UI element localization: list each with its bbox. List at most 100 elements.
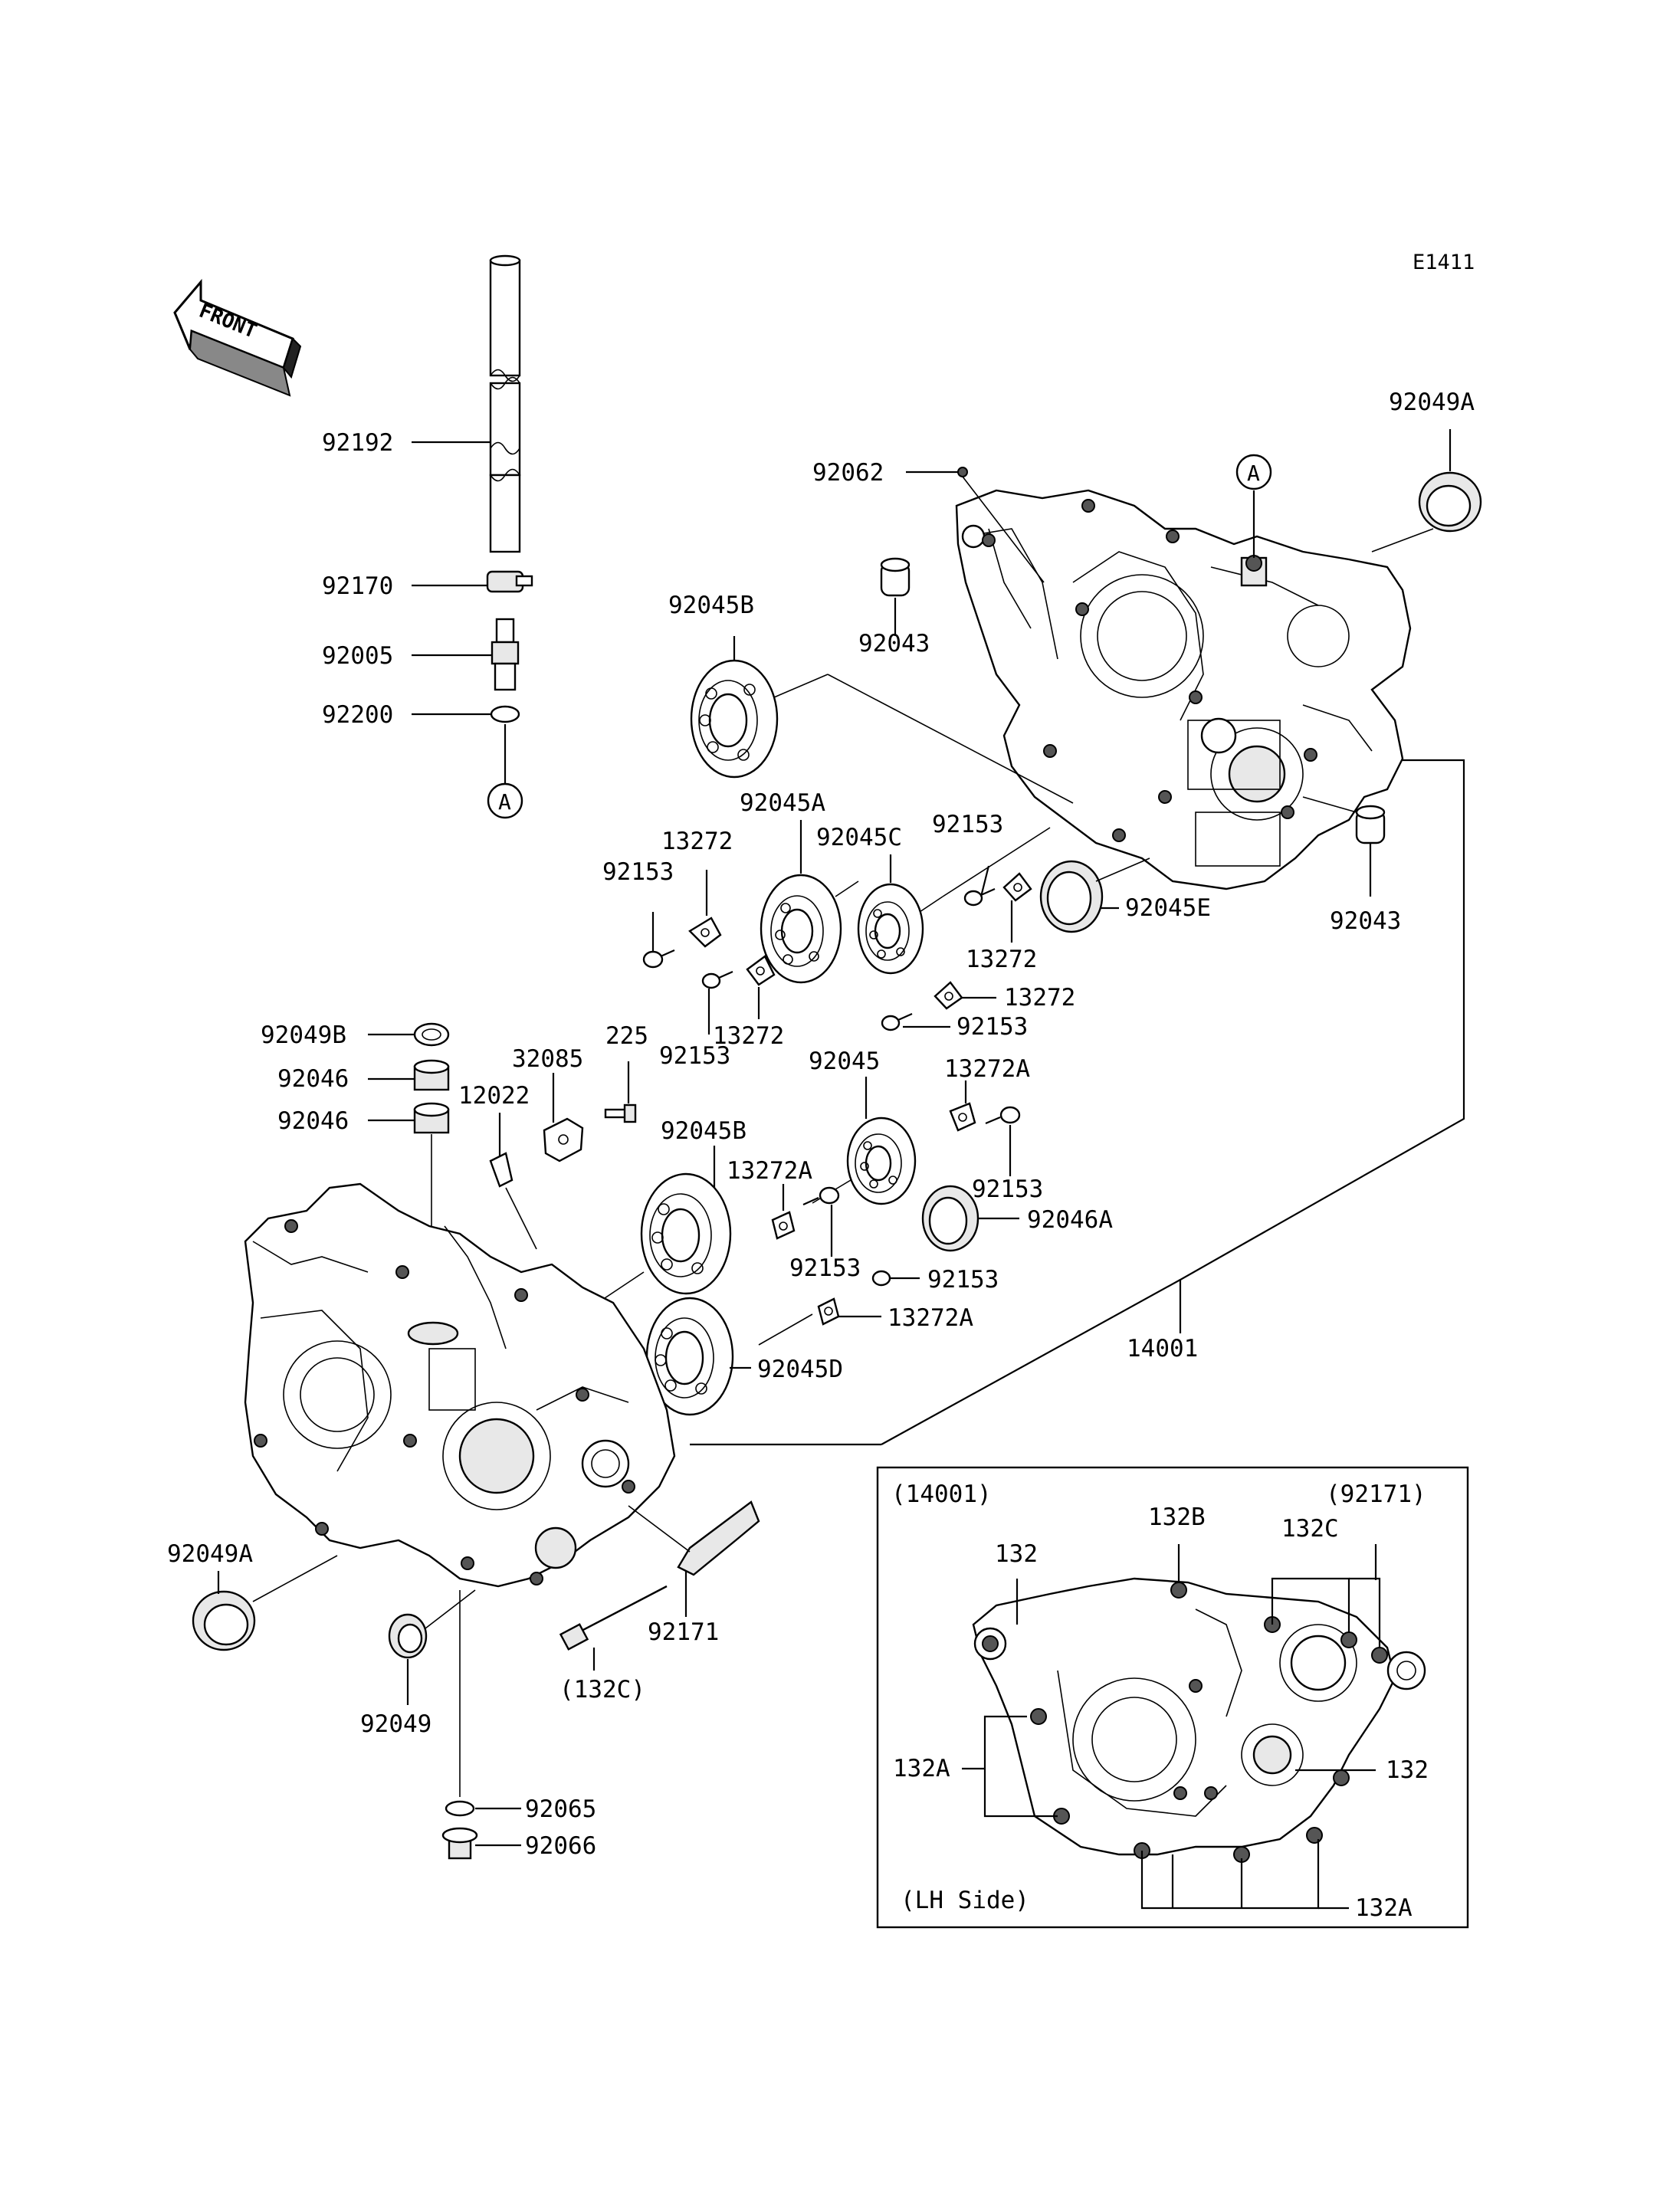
inset-callout-132a-left: 132A [893,1755,950,1782]
callout-92171: 92171 [648,1618,719,1646]
callout-12022: 12022 [458,1082,530,1110]
callout-13272-c: 13272 [1004,984,1075,1012]
washer-92200 [490,705,520,723]
callout-92049a-top: 92049A [1389,389,1475,416]
leader-14001 [1179,759,1465,1333]
callout-labels: 92192 92170 92005 92200 92062 92043 9204… [167,389,1475,1860]
screw-92153-f [802,1186,840,1257]
screw-92153-e [985,1106,1021,1176]
callout-92062: 92062 [812,459,884,487]
bearing-92045e [1039,857,1150,933]
callout-92045b-top: 92045B [668,592,754,619]
callout-13272a-c: 13272A [888,1304,973,1332]
inset-title: (14001) [891,1481,992,1508]
callout-92153-c: 92153 [956,1013,1028,1041]
callout-92049a-bottom: 92049A [167,1540,253,1568]
screw-92153-d [881,1012,950,1031]
inset-callout-92171: (92171) [1326,1481,1426,1508]
screw-92153-g [871,1270,920,1287]
seal-92049b [368,1022,450,1047]
inset-lh-side: (14001) (LH Side) 132 132B 132C (92171) … [876,1466,1469,1929]
oil-seal-92049a-bottom [192,1555,338,1651]
callout-92045a: 92045A [740,789,825,817]
ref-marker-a-top: A [1235,454,1272,558]
callout-92066: 92066 [525,1832,596,1860]
callout-92046a: 92046A [1027,1206,1113,1234]
callout-92043-right: 92043 [1330,907,1401,935]
screw-92153-c [701,970,733,1035]
plate-13272-c [746,955,776,1019]
callout-13272-d: 13272 [713,1022,784,1050]
callout-92049b: 92049B [261,1021,346,1049]
callout-92153-d: 92153 [659,1042,730,1070]
dowel-92043-right [1302,796,1386,897]
ref-marker-a-bottom: A [487,782,523,819]
callout-14001: 14001 [1127,1335,1198,1362]
callout-92153-g: 92153 [927,1266,999,1294]
screw-92153-a [642,912,675,969]
callout-13272a-a: 13272A [944,1055,1030,1083]
callout-92046-a: 92046 [277,1065,349,1093]
callout-13272a-b: 13272A [727,1157,812,1185]
plate-13272a-b [771,1184,796,1240]
screw-92153-b [963,865,996,907]
plate-13272a-c [758,1297,881,1346]
dowel-pin-92062 [957,467,968,477]
callout-92049: 92049 [360,1710,431,1738]
callout-92046-b: 92046 [277,1107,349,1135]
leader-lines-left [412,441,492,716]
callout-32085: 32085 [512,1045,583,1073]
needle-bearing-92046a [921,1185,1019,1252]
bolt-225 [604,1061,637,1123]
callout-92153-e: 92153 [972,1176,1043,1203]
crankcase-right-half [955,489,1412,890]
bracket-92171 [628,1500,760,1617]
svg-text:A: A [498,789,511,815]
callout-92153-f: 92153 [789,1254,861,1282]
diagram-code: E1411 [1413,251,1475,274]
oil-seal-92049 [388,1589,476,1705]
callout-92065: 92065 [525,1795,596,1823]
inset-callout-132-top: 132 [995,1540,1038,1568]
inset-callout-132c: 132C [1281,1515,1339,1543]
bearing-92045c [857,827,1051,975]
bearing-92045a [760,820,859,984]
callout-92045: 92045 [809,1048,880,1075]
callout-92170: 92170 [322,572,393,600]
svg-text:A: A [1247,461,1260,486]
callout-92153-a: 92153 [602,858,674,886]
callout-92045b-mid: 92045B [661,1117,746,1145]
callout-132c: (132C) [559,1676,645,1703]
callout-13272-b: 13272 [966,946,1037,973]
crankcase-left-half [244,1182,676,1588]
callout-92005: 92005 [322,642,393,670]
inset-callout-132b: 132B [1148,1503,1206,1531]
washer-92065 [445,1800,475,1817]
callout-92045c: 92045C [816,824,902,851]
dowel-92043-top [880,557,911,597]
bush-92046-a [368,1059,450,1091]
oil-seal-92049a-top [1371,429,1482,553]
breather-hose-92192 [489,254,521,553]
bearing-92045d [597,1297,751,1426]
bolt-132c [559,1585,668,1671]
guide-32085 [543,1073,584,1162]
callout-92153-b: 92153 [932,811,1003,838]
inset-callout-132-right: 132 [1386,1756,1429,1784]
callout-13272-a: 13272 [661,828,733,855]
plate-13272-b [1002,872,1032,943]
inset-callout-132a-bottom: 132A [1355,1894,1413,1922]
callout-92043-top: 92043 [858,630,930,657]
bearing-92045b-top [690,636,1074,804]
front-direction-arrow: FRONT [173,278,302,397]
callout-92200: 92200 [322,701,393,729]
callout-92045e: 92045E [1125,894,1211,922]
hose-clamp-92170 [486,570,533,593]
plate-13272-a [688,870,722,948]
callout-92192: 92192 [322,429,393,457]
plate-13272a-a [949,1080,976,1132]
drain-bolt-92066 [441,1827,521,1860]
callout-225: 225 [605,1022,648,1050]
stopper-12022 [489,1113,537,1250]
